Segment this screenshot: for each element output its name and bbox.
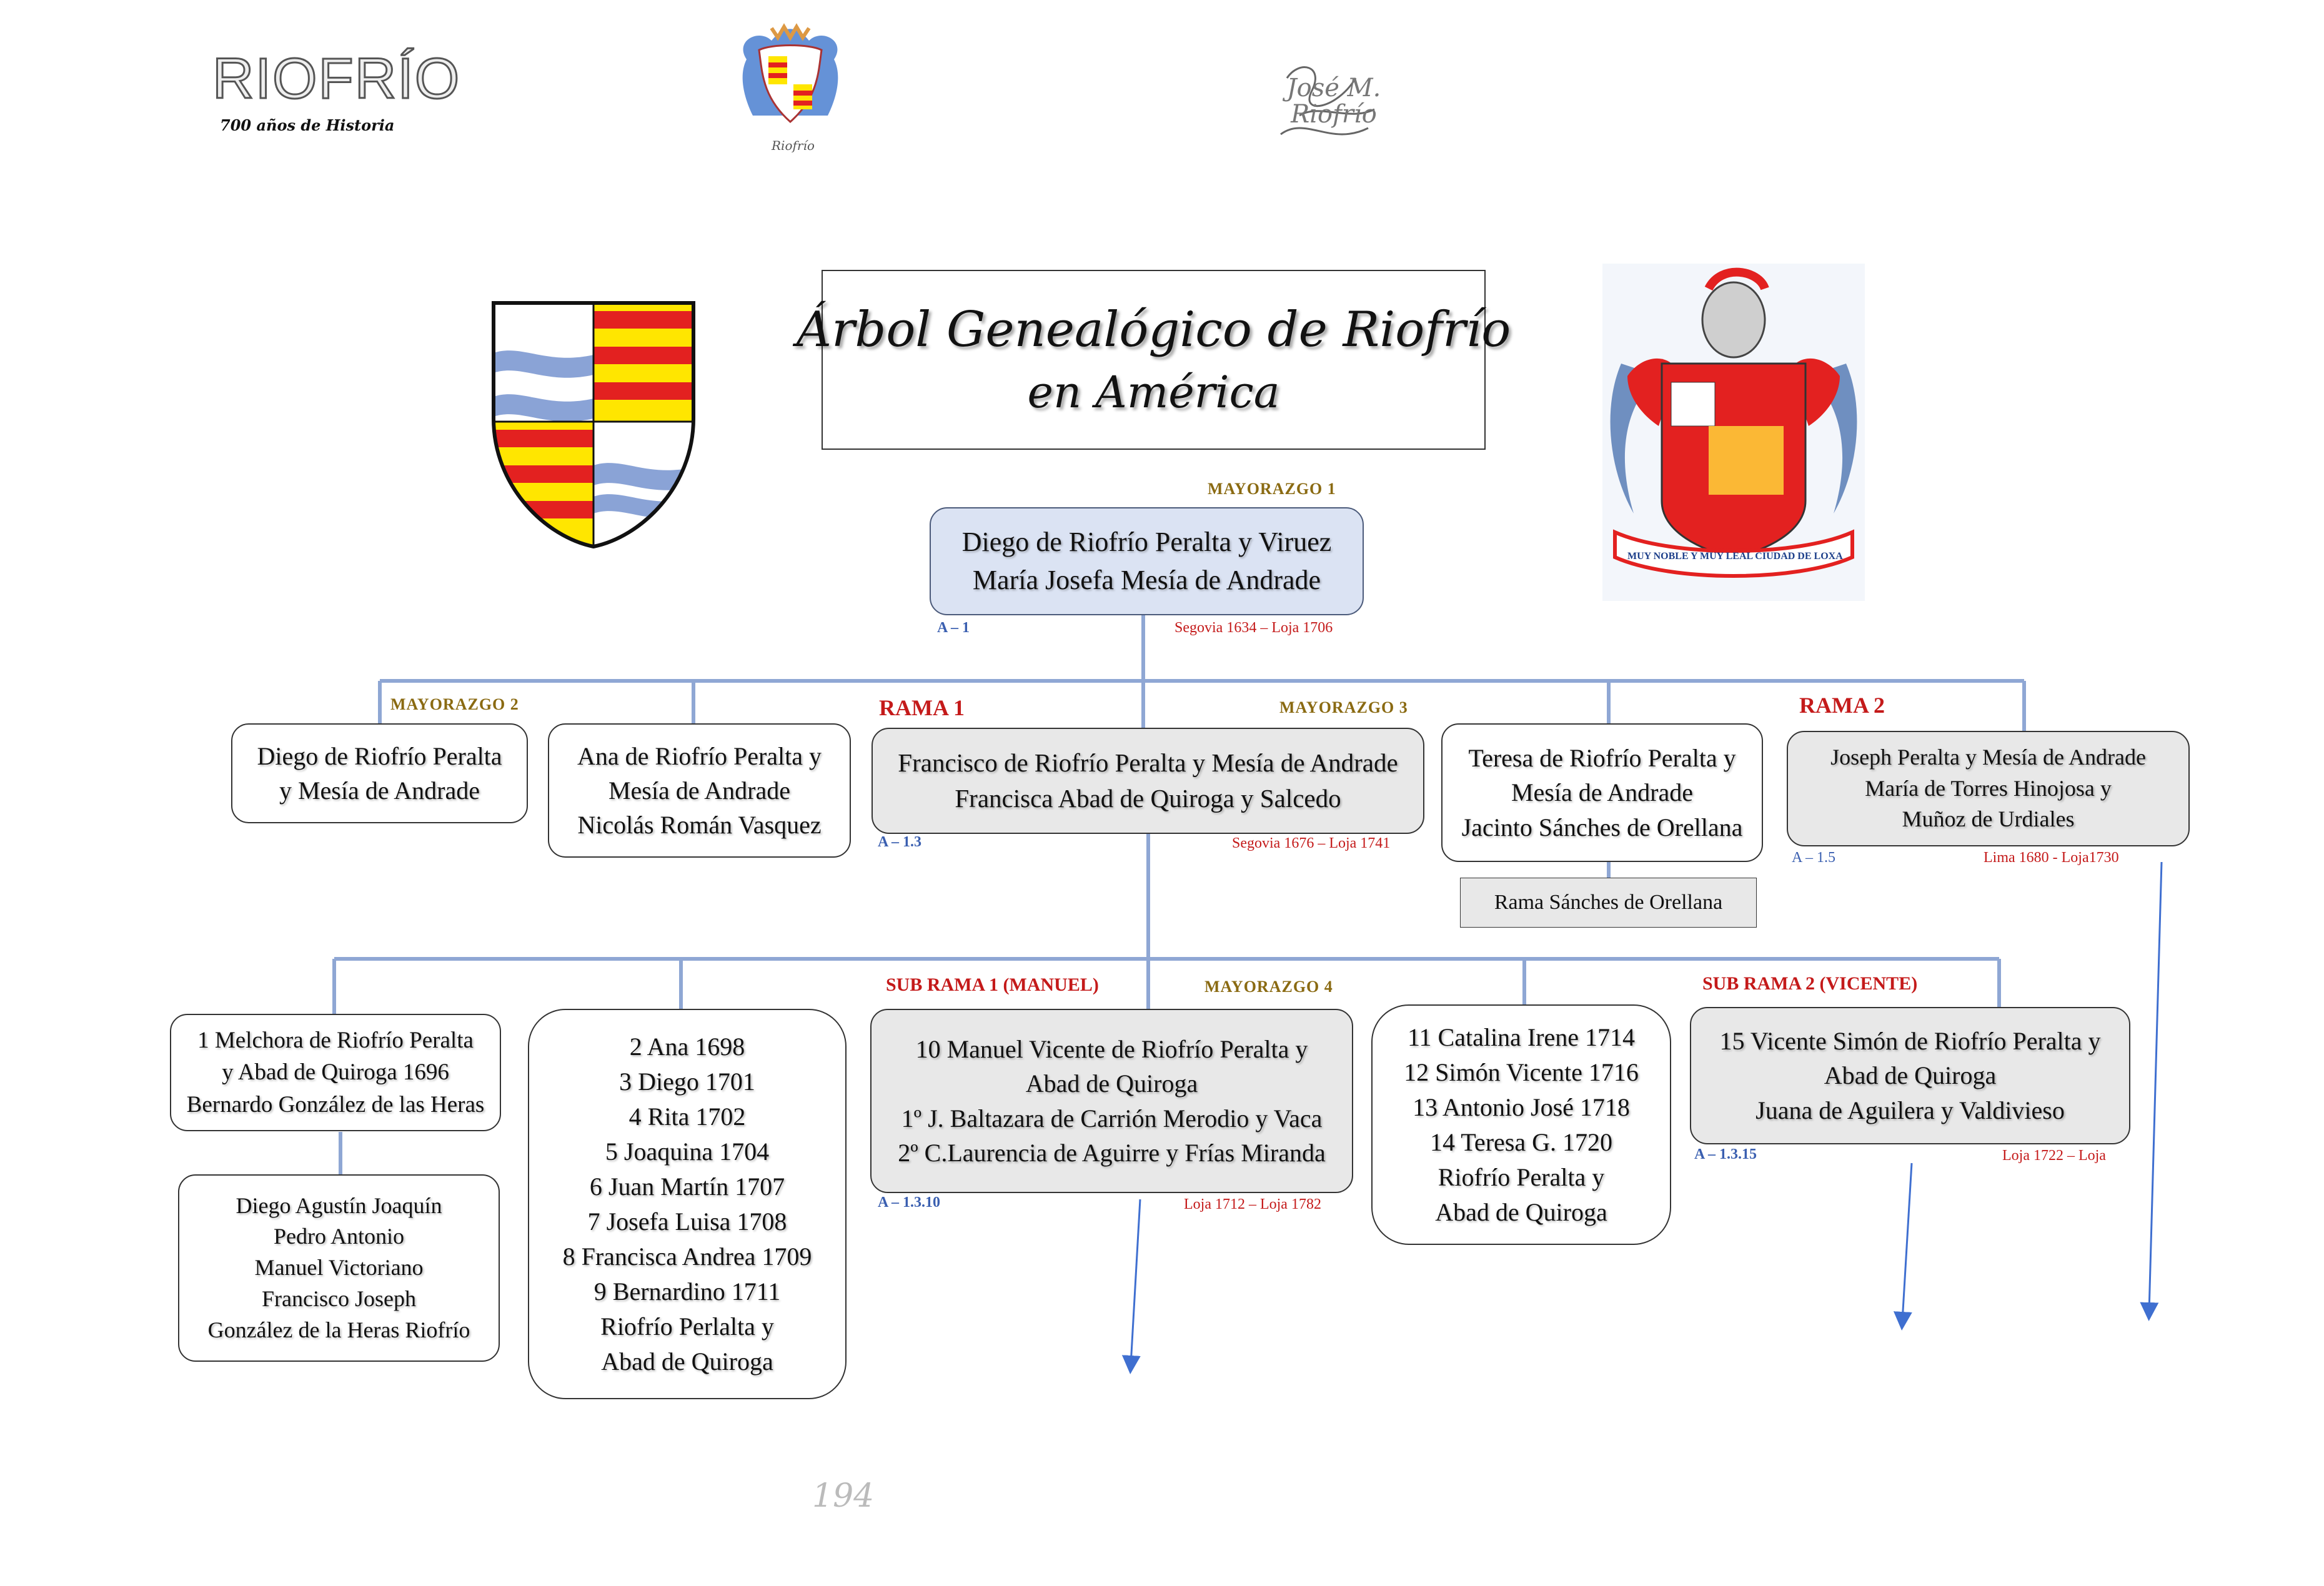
node-line: 3 Diego 1701 xyxy=(619,1067,755,1096)
code-a13: A – 1.3 xyxy=(878,834,922,850)
arrow-manuel xyxy=(1121,1199,1141,1374)
node-line: y Mesía de Andrade xyxy=(279,776,480,805)
node-line: 9 Bernardino 1711 xyxy=(593,1277,781,1306)
mayorazgo-3-tag: MAYORAZGO 3 xyxy=(1279,698,1408,716)
node-line: 10 Manuel Vicente de Riofrío Peralta y xyxy=(915,1035,1308,1064)
loja-coat-of-arms: MUY NOBLE Y MUY LEAL CIUDAD DE LOXA xyxy=(1602,264,1865,601)
node-line: 4 Rita 1702 xyxy=(628,1102,746,1131)
node-line: Francisco Joseph xyxy=(262,1286,416,1311)
dates-a13: Segovia 1676 – Loja 1741 xyxy=(1232,835,1391,851)
crest-motto: MUY NOBLE Y MUY LEAL CIUDAD DE LOXA xyxy=(1627,551,1843,562)
node-line: Abad de Quiroga xyxy=(1025,1069,1198,1098)
node-catalina-group: 11 Catalina Irene 1714 12 Simón Vicente … xyxy=(1371,1004,1671,1245)
node-line: 13 Antonio José 1718 xyxy=(1413,1093,1630,1121)
node-joseph: Joseph Peralta y Mesía de Andrade María … xyxy=(1787,731,2190,846)
title-line-2: en América xyxy=(1027,367,1280,419)
node-line: 8 Francisca Andrea 1709 xyxy=(562,1242,812,1271)
node-line: Manuel Victoriano xyxy=(254,1255,424,1281)
node-rama-sanches: Rama Sánches de Orellana xyxy=(1460,878,1757,928)
sub-rama-1-label: SUB RAMA 1 (MANUEL) xyxy=(886,974,1099,995)
brand-tagline: 700 años de Historia xyxy=(220,116,395,134)
mayorazgo-2-tag: MAYORAZGO 2 xyxy=(390,695,519,713)
node-line: Muñoz de Urdiales xyxy=(1902,806,2075,832)
node-line: 11 Catalina Irene 1714 xyxy=(1408,1023,1635,1051)
code-a1310: A – 1.3.10 xyxy=(878,1194,941,1211)
code-a15: A – 1.5 xyxy=(1792,850,1836,866)
brand-logo: RIOFRÍO 700 años de Historia xyxy=(212,47,461,150)
node-line: Juana de Aguilera y Valdivieso xyxy=(1755,1096,2065,1124)
brand-name: RIOFRÍO xyxy=(212,47,461,111)
node-teresa: Teresa de Riofrío Peralta y Mesía de And… xyxy=(1441,723,1763,862)
mayorazgo-1-tag: MAYORAZGO 1 xyxy=(1208,480,1336,498)
family-crest-small: Riofrío xyxy=(734,22,847,156)
node-manuel: 10 Manuel Vicente de Riofrío Peralta y A… xyxy=(870,1009,1353,1193)
node-line: Joseph Peralta y Mesía de Andrade xyxy=(1830,744,2146,770)
title-line-1: Árbol Genealógico de Riofrío xyxy=(796,302,1511,359)
dates-a1315: Loja 1722 – Loja xyxy=(2002,1147,2106,1164)
node-melchora-children: Diego Agustín Joaquín Pedro Antonio Manu… xyxy=(178,1174,500,1362)
node-line: Francisco de Riofrío Peralta y Mesía de … xyxy=(898,748,1398,778)
node-line: María Josefa Mesía de Andrade xyxy=(972,564,1321,595)
node-line: Nicolás Román Vasquez xyxy=(577,811,822,840)
node-line: González de la Heras Riofrío xyxy=(207,1317,470,1342)
node-siblings-2-9: 2 Ana 1698 3 Diego 1701 4 Rita 1702 5 Jo… xyxy=(528,1009,847,1399)
node-line: 14 Teresa G. 1720 xyxy=(1430,1128,1612,1156)
arrow-vicente xyxy=(1893,1162,1913,1331)
arrow-joseph xyxy=(2140,861,2163,1321)
node-diego-2: Diego de Riofrío Peralta y Mesía de Andr… xyxy=(231,723,528,823)
crest-caption: Riofrío xyxy=(772,138,815,153)
node-line: Ana de Riofrío Peralta y xyxy=(577,741,822,770)
node-line: Riofrío Perlalta y xyxy=(600,1312,774,1341)
node-line: Teresa de Riofrío Peralta y xyxy=(1468,744,1736,773)
node-line: Diego Agustín Joaquín xyxy=(236,1192,442,1218)
page-number: 194 xyxy=(812,1477,875,1515)
node-line: María de Torres Hinojosa y xyxy=(1865,775,2112,801)
node-line: Mesía de Andrade xyxy=(608,776,790,805)
code-a1: A – 1 xyxy=(937,620,970,636)
dates-a1: Segovia 1634 – Loja 1706 xyxy=(1174,620,1333,636)
sub-rama-2-label: SUB RAMA 2 (VICENTE) xyxy=(1702,973,1918,994)
node-line: Diego de Riofrío Peralta y Viruez xyxy=(961,526,1332,557)
node-line: 2 Ana 1698 xyxy=(629,1032,745,1061)
node-line: Bernardo González de las Heras xyxy=(186,1091,485,1118)
dates-a1310: Loja 1712 – Loja 1782 xyxy=(1184,1196,1321,1212)
node-line: Diego de Riofrío Peralta xyxy=(257,741,502,770)
node-line: 12 Simón Vicente 1716 xyxy=(1404,1058,1639,1086)
node-line: 5 Joaquina 1704 xyxy=(605,1137,770,1166)
node-line: y Abad de Quiroga 1696 xyxy=(222,1059,449,1086)
node-line: 15 Vicente Simón de Riofrío Peralta y xyxy=(1719,1027,2101,1056)
node-line: Pedro Antonio xyxy=(273,1224,404,1249)
node-line: 2º C.Laurencia de Aguirre y Frías Mirand… xyxy=(898,1138,1326,1167)
node-line: Jacinto Sánches de Orellana xyxy=(1461,813,1743,841)
signature-text: José M. Riofrío xyxy=(1286,74,1381,129)
node-line: 1 Melchora de Riofrío Peralta xyxy=(197,1028,474,1054)
node-line: Abad de Quiroga xyxy=(1824,1061,1997,1090)
title-box: Árbol Genealógico de Riofrío en América xyxy=(797,270,1511,450)
mayorazgo-4-tag: MAYORAZGO 4 xyxy=(1204,978,1333,996)
node-line: Abad de Quiroga xyxy=(601,1347,773,1375)
signature: José M. Riofrío xyxy=(1262,41,1399,153)
node-francisco: Francisco de Riofrío Peralta y Mesía de … xyxy=(872,728,1424,834)
node-line: 1º J. Baltazara de Carrión Merodio y Vac… xyxy=(901,1104,1323,1133)
node-line: Riofrío Peralta y xyxy=(1438,1162,1605,1191)
node-line: 6 Juan Martín 1707 xyxy=(589,1172,785,1201)
dates-a15: Lima 1680 - Loja1730 xyxy=(1984,850,2119,866)
code-a1315: A – 1.3.15 xyxy=(1694,1146,1757,1162)
node-melchora: 1 Melchora de Riofrío Peralta y Abad de … xyxy=(170,1014,501,1131)
node-ana: Ana de Riofrío Peralta y Mesía de Andrad… xyxy=(548,723,851,858)
riofrio-shield xyxy=(490,300,697,550)
rama-2-label: RAMA 2 xyxy=(1799,693,1885,718)
node-line: 7 Josefa Luisa 1708 xyxy=(587,1207,787,1236)
node-diego-maria: Diego de Riofrío Peralta y Viruez María … xyxy=(930,507,1364,615)
node-line: Francisca Abad de Quiroga y Salcedo xyxy=(955,784,1341,813)
node-vicente: 15 Vicente Simón de Riofrío Peralta y Ab… xyxy=(1690,1007,2130,1144)
node-line: Rama Sánches de Orellana xyxy=(1494,890,1723,914)
node-line: Mesía de Andrade xyxy=(1511,778,1693,807)
rama-1-label: RAMA 1 xyxy=(879,695,965,720)
node-line: Abad de Quiroga xyxy=(1435,1197,1607,1226)
